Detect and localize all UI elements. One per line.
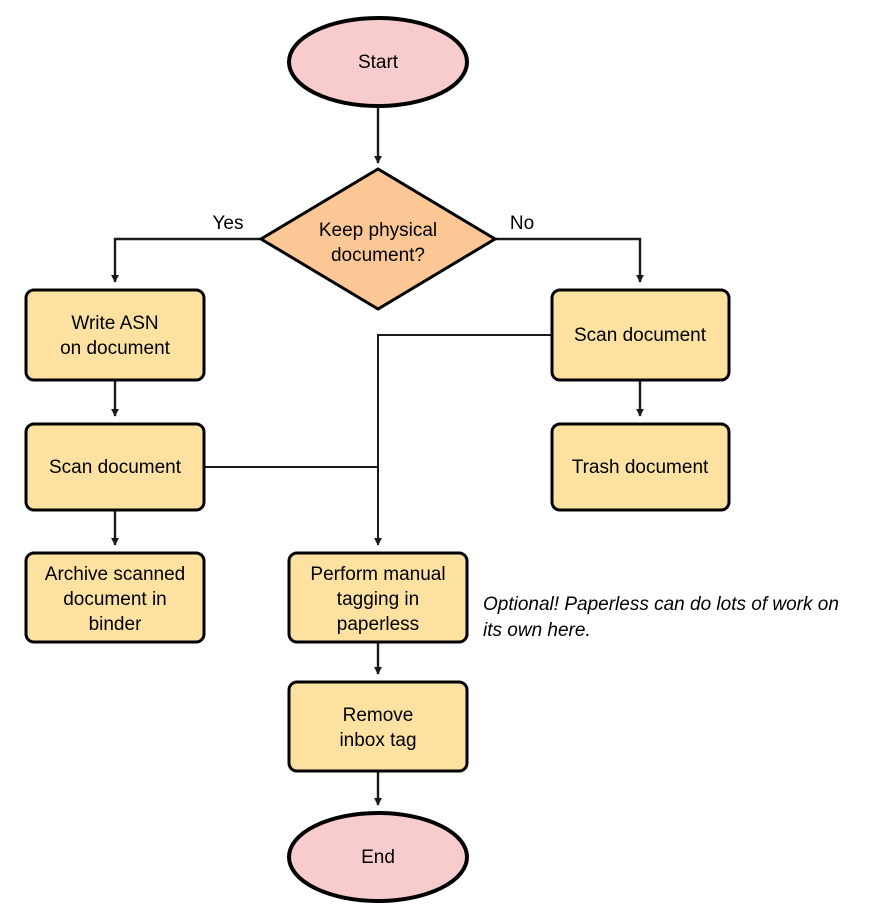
node-trash-document[interactable]: Trash document <box>550 422 731 512</box>
node-end[interactable]: End <box>287 811 469 903</box>
write-asn-box <box>24 288 206 382</box>
archive-box <box>24 551 206 644</box>
node-decision-keep-physical-document[interactable]: Keep physical document? <box>258 167 498 311</box>
trash-document-box <box>550 422 731 512</box>
remove-inbox-tag-label-line1: Remove <box>343 705 414 726</box>
annotation-note: Optional! Paperless can do lots of work … <box>483 594 839 641</box>
node-remove-inbox-tag[interactable]: Remove inbox tag <box>287 680 469 773</box>
write-asn-label-line1: Write ASN <box>71 313 158 334</box>
write-asn-label-line2: on document <box>60 338 171 359</box>
tagging-label-line2: tagging in <box>337 589 419 610</box>
edge-label-no: No <box>510 213 534 234</box>
end-label: End <box>361 847 395 868</box>
node-write-asn-on-document[interactable]: Write ASN on document <box>24 288 206 382</box>
scan-document-left-box <box>24 422 206 512</box>
scan-document-right-box <box>550 288 731 382</box>
decision-diamond <box>258 167 498 311</box>
edge-label-yes: Yes <box>213 213 244 234</box>
tagging-label-line3: paperless <box>337 614 419 635</box>
decision-label-line1: Keep physical <box>319 220 437 241</box>
tagging-label-line1: Perform manual <box>310 564 445 585</box>
edge-decision-no-to-scan-right <box>495 237 644 283</box>
start-ellipse <box>287 16 469 108</box>
archive-label-line2: document in <box>63 589 167 610</box>
trash-document-label: Trash document <box>572 457 709 478</box>
node-archive-scanned-document[interactable]: Archive scanned document in binder <box>24 551 206 644</box>
archive-label-line1: Archive scanned <box>45 564 185 585</box>
edge-scan-right-to-tagging <box>374 334 552 546</box>
node-scan-document-left[interactable]: Scan document <box>24 422 206 512</box>
archive-label-line3: binder <box>89 614 142 635</box>
tagging-box <box>287 551 469 644</box>
remove-inbox-tag-label-line2: inbox tag <box>339 730 416 751</box>
start-label: Start <box>358 52 399 73</box>
annotation-line1: Optional! Paperless can do lots of work … <box>483 594 839 615</box>
decision-label-line2: document? <box>331 245 425 266</box>
edge-layer <box>111 107 644 806</box>
node-perform-manual-tagging[interactable]: Perform manual tagging in paperless <box>287 551 469 644</box>
scan-document-right-label: Scan document <box>574 325 707 346</box>
node-scan-document-right[interactable]: Scan document <box>550 288 731 382</box>
node-start[interactable]: Start <box>287 16 469 108</box>
annotation-line2: its own here. <box>483 620 591 641</box>
scan-document-left-label: Scan document <box>49 457 182 478</box>
remove-inbox-tag-box <box>287 680 469 773</box>
end-ellipse <box>287 811 469 903</box>
edge-decision-yes-to-write-asn <box>111 237 261 283</box>
